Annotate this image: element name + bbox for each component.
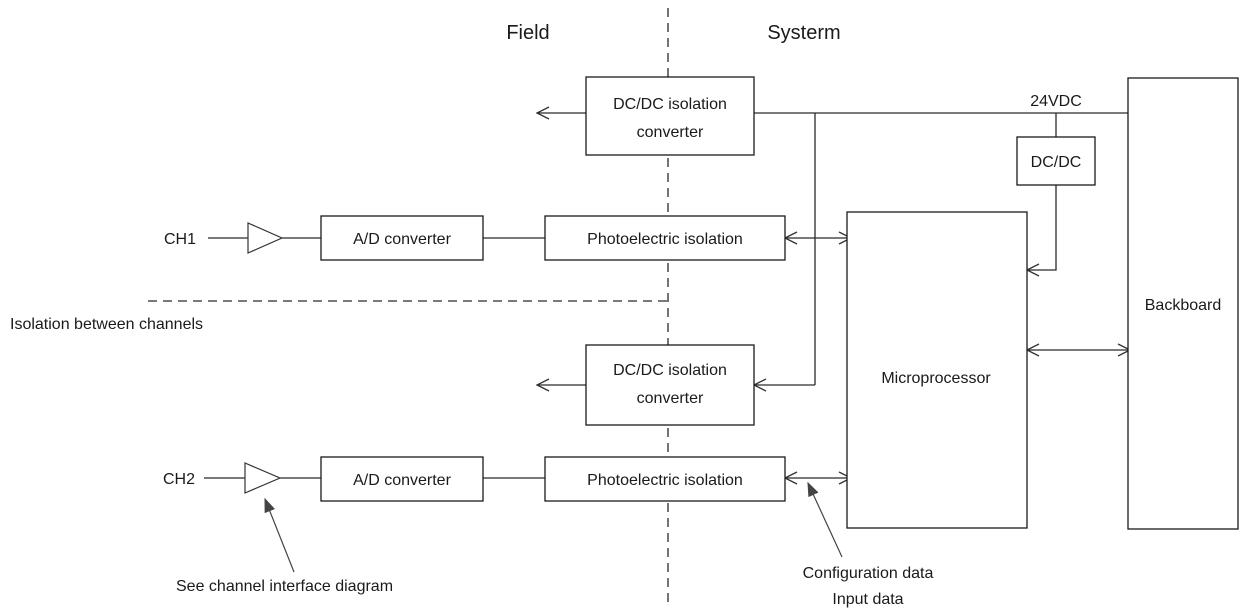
dcdc-isolation-converter-ch2: DC/DC isolation converter bbox=[585, 344, 755, 426]
ch1-amplifier-icon bbox=[247, 222, 284, 254]
dcdc-ch2-line1: DC/DC isolation bbox=[613, 362, 727, 379]
dcdc-block: DC/DC bbox=[1016, 136, 1096, 186]
adc-ch2-label: A/D converter bbox=[353, 472, 451, 489]
dcdc-label: DC/DC bbox=[1031, 154, 1082, 171]
ad-converter-ch2: A/D converter bbox=[320, 456, 484, 502]
dcdc-ch1-line2: converter bbox=[637, 124, 704, 141]
isolation-between-channels-label: Isolation between channels bbox=[10, 316, 203, 333]
microprocessor-block: Microprocessor bbox=[846, 211, 1028, 529]
ad-converter-ch1: A/D converter bbox=[320, 215, 484, 261]
wire-dcdc-to-micro bbox=[1027, 185, 1057, 270]
dcdc-isolation-converter-ch1: DC/DC isolation converter bbox=[585, 76, 755, 156]
ch2-amplifier-icon bbox=[244, 462, 282, 494]
photoelectric-isolation-ch1: Photoelectric isolation bbox=[544, 215, 786, 261]
ch2-label: CH2 bbox=[163, 471, 195, 488]
photo-ch1-label: Photoelectric isolation bbox=[587, 231, 743, 248]
configuration-data-label: Configuration data bbox=[803, 565, 934, 582]
photoelectric-isolation-ch2: Photoelectric isolation bbox=[544, 456, 786, 502]
photo-ch2-label: Photoelectric isolation bbox=[587, 472, 743, 489]
adc-ch1-label: A/D converter bbox=[353, 231, 451, 248]
backboard-block: Backboard bbox=[1127, 77, 1239, 530]
backboard-label: Backboard bbox=[1145, 297, 1222, 314]
dcdc-ch2-line2: converter bbox=[637, 390, 704, 407]
channel-interface-callout-arrow bbox=[264, 499, 295, 573]
field-label: Field bbox=[506, 22, 549, 44]
ch1-label: CH1 bbox=[164, 231, 196, 248]
system-label: Systerm bbox=[767, 22, 840, 44]
dcdc-ch1-line1: DC/DC isolation bbox=[613, 96, 727, 113]
voltage-label: 24VDC bbox=[1030, 93, 1082, 110]
see-channel-interface-label: See channel interface diagram bbox=[176, 578, 393, 595]
data-callout-arrow bbox=[808, 483, 843, 558]
input-data-label: Input data bbox=[832, 591, 903, 608]
microprocessor-label: Microprocessor bbox=[881, 370, 991, 387]
